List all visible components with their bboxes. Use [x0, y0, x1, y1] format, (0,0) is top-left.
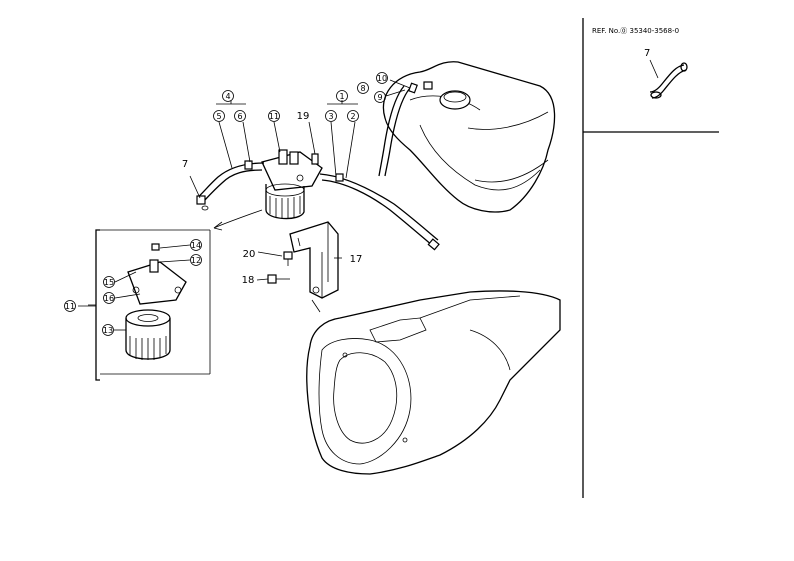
svg-text:3: 3: [328, 112, 333, 121]
callout-11-exploded: 11: [64, 300, 76, 312]
svg-text:13: 13: [103, 326, 113, 335]
svg-text:14: 14: [191, 241, 201, 250]
tank-fitting: [423, 81, 433, 90]
svg-text:2: 2: [350, 112, 355, 121]
bolt-18: [267, 274, 290, 284]
callout-10: 10: [376, 72, 388, 84]
svg-text:19: 19: [297, 111, 310, 122]
svg-text:8: 8: [360, 84, 365, 93]
svg-text:5: 5: [216, 112, 221, 121]
callout-11: 11: [268, 110, 280, 122]
callout-7: 7: [182, 159, 188, 170]
svg-text:12: 12: [191, 256, 201, 265]
callout-12: 12: [190, 254, 202, 266]
svg-text:15: 15: [104, 278, 114, 287]
filter-element: [125, 309, 171, 360]
exploded-view: [88, 229, 211, 381]
reference-number: REF. No.⓪ 35340-3568-0: [592, 27, 679, 35]
inset-hose-drawing: [649, 59, 688, 99]
svg-text:9: 9: [377, 93, 382, 102]
callout-5: 5: [213, 110, 225, 122]
svg-text:10: 10: [377, 74, 387, 83]
svg-text:17: 17: [350, 254, 363, 265]
callout-3: 3: [325, 110, 337, 122]
transmission-housing: [306, 290, 561, 475]
callout-4: 4: [222, 90, 234, 102]
inset-leader-line: [649, 59, 659, 79]
svg-text:16: 16: [104, 294, 114, 303]
callout-14: 14: [190, 239, 202, 251]
leader-lines: [78, 79, 411, 331]
svg-text:11: 11: [65, 302, 75, 311]
callout-labels: 4 5 6 11 19 1 3 2 10: [64, 72, 388, 336]
callout-20: 20: [243, 249, 256, 260]
callout-6: 6: [234, 110, 246, 122]
callout-1: 1: [336, 90, 348, 102]
svg-text:6: 6: [237, 112, 242, 121]
callout-17: 17: [350, 254, 363, 265]
svg-text:20: 20: [243, 249, 256, 260]
reference-panel: REF. No.⓪ 35340-3568-0 7: [582, 18, 719, 498]
callout-15: 15: [103, 276, 115, 288]
bracket-leader-arrow: [311, 299, 321, 313]
callout-18: 18: [242, 275, 255, 286]
callout-9: 9: [374, 91, 386, 103]
mounting-bracket: [289, 221, 339, 299]
svg-text:11: 11: [269, 112, 279, 121]
callout-2: 2: [347, 110, 359, 122]
svg-text:1: 1: [339, 92, 344, 101]
fuel-hoses: [196, 82, 440, 251]
exploded-view-arrow: [213, 209, 263, 231]
bolt-20: [283, 251, 293, 266]
svg-text:18: 18: [242, 275, 255, 286]
callout-16: 16: [103, 292, 115, 304]
fuel-tank: [382, 61, 556, 213]
svg-text:4: 4: [225, 92, 230, 101]
svg-text:7: 7: [182, 159, 188, 170]
callout-13: 13: [102, 324, 114, 336]
fuel-filter-assembly: [261, 149, 323, 220]
head-bolt: [151, 243, 160, 251]
inset-part-label: 7: [644, 48, 650, 59]
callout-8: 8: [357, 82, 369, 94]
exploded-view-bracket: [95, 229, 100, 381]
fuel-tank-cap: [439, 90, 471, 110]
callout-19: 19: [297, 111, 310, 122]
